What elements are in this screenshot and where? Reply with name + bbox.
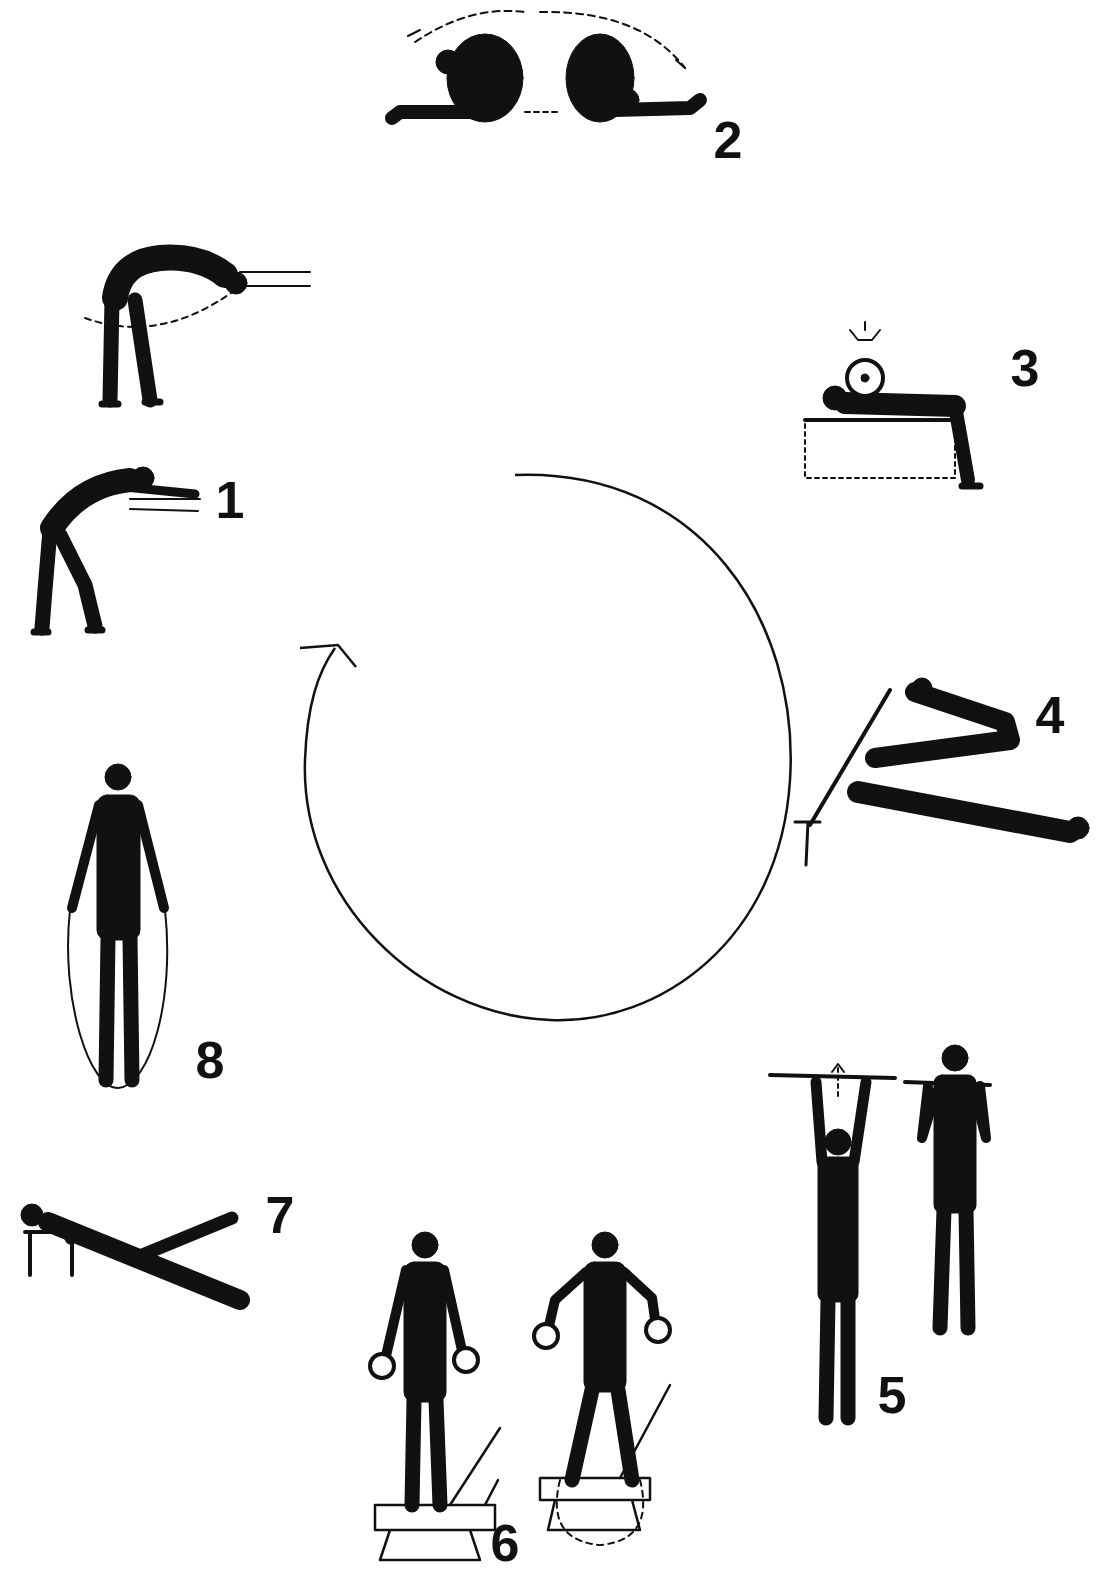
exercise-figure-6 [370, 1232, 670, 1560]
callout-number: 1 [216, 474, 245, 526]
callout-number: 8 [196, 1034, 225, 1086]
callout-number: 3 [1011, 342, 1040, 394]
callout-number: 5 [878, 1369, 907, 1421]
exercise-figure-2 [392, 11, 700, 122]
exercise-figure-5 [770, 1045, 990, 1418]
exercise-figure-7 [21, 1204, 240, 1300]
exercise-figure-1 [34, 467, 200, 632]
exercise-figure-4 [795, 678, 1089, 865]
exercise-figure-3 [805, 322, 980, 486]
callout-number: 2 [714, 114, 743, 166]
exercise-figure-8 [68, 764, 167, 1088]
callout-number: 7 [266, 1189, 295, 1241]
cycle-arrow [300, 475, 791, 1020]
callout-number: 4 [1036, 689, 1065, 741]
exercise-figure-1b [85, 258, 310, 404]
callout-number: 6 [491, 1517, 520, 1569]
